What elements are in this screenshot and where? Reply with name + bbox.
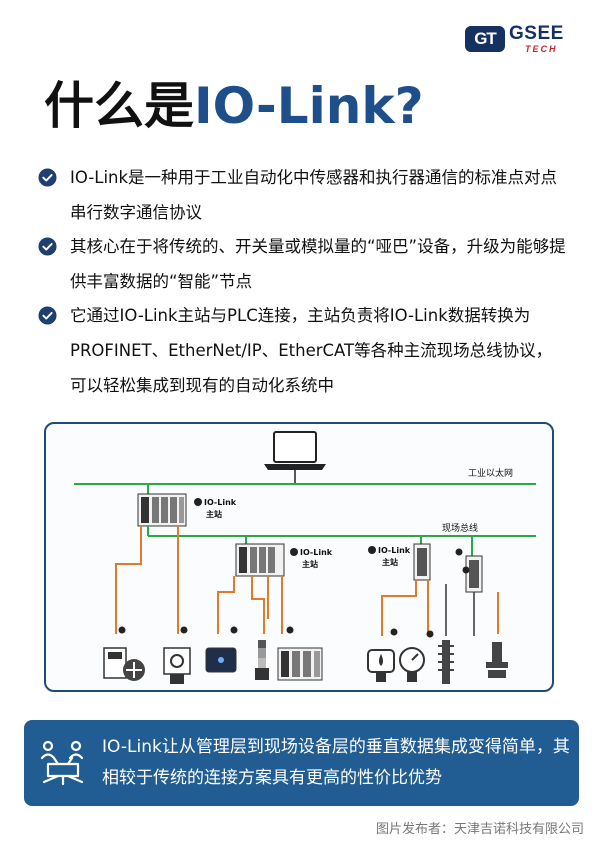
brand-logo: GT GSEE TECH (465, 24, 575, 58)
iolink-network-diagram: 工业以太网 IO-Link 主站 现场总线 IO-Link (44, 422, 554, 692)
bullet-text: IO-Link是一种用于工业自动化中传感器和执行器通信的标准点对点串行数字通信协… (70, 168, 558, 222)
sensor-device (163, 647, 191, 684)
logo-sub: TECH (525, 44, 558, 54)
bullet-list: IO-Link是一种用于工业自动化中传感器和执行器通信的标准点对点串行数字通信协… (38, 160, 568, 402)
bullet-item: 其核心在于将传统的、开关量或模拟量的“哑巴”设备，升级为能够提供丰富数据的“智能… (38, 229, 568, 299)
master-1-label-station: 主站 (206, 509, 222, 519)
level-probe-device (438, 640, 454, 684)
title-part-2: IO-Link? (194, 77, 424, 135)
master-1-label-iolink: IO-Link (204, 498, 237, 507)
summary-banner: IO-Link让从管理层到现场设备层的垂直数据集成变得简单，其相较于传统的连接方… (24, 720, 579, 806)
master-3-label-station: 主站 (382, 557, 398, 567)
bullet-text: 它通过IO-Link主站与PLC连接，主站负责将IO-Link数据转换为PROF… (70, 306, 553, 395)
signal-tower-device (255, 640, 269, 680)
iolink-master-4 (465, 555, 483, 593)
master-2-label-iolink: IO-Link (300, 548, 333, 557)
logo-mark: GT (465, 26, 505, 52)
gauge-device (399, 647, 425, 682)
bullet-item: IO-Link是一种用于工业自动化中传感器和执行器通信的标准点对点串行数字通信协… (38, 160, 568, 230)
page-title: 什么是IO-Link? (44, 74, 424, 138)
capacitive-sensor-device (486, 642, 508, 678)
laptop-icon (264, 431, 326, 484)
iolink-master-2 (235, 543, 285, 577)
publisher-credit: 图片发布者：天津吉诺科技有限公司 (375, 822, 584, 837)
link-badges (118, 566, 470, 638)
fieldbus-label: 现场总线 (442, 522, 478, 534)
title-part-1: 什么是 (44, 77, 194, 135)
diagram-canvas: 工业以太网 IO-Link 主站 现场总线 IO-Link (74, 431, 536, 684)
drive-device (103, 647, 145, 681)
iolink-master-3 (413, 543, 431, 581)
ethernet-label: 工业以太网 (468, 467, 513, 479)
check-circle-icon (38, 237, 57, 256)
pressure-sensor-device (367, 649, 395, 682)
check-circle-icon (38, 168, 57, 187)
iolink-master-1 (137, 493, 187, 527)
master-2-label-station: 主站 (302, 559, 318, 569)
check-circle-icon (38, 306, 57, 325)
banner-text: IO-Link让从管理层到现场设备层的垂直数据集成变得简单，其相较于传统的连接方… (102, 737, 570, 788)
master-3-label-iolink: IO-Link (378, 546, 411, 555)
bullet-item: 它通过IO-Link主站与PLC连接，主站负责将IO-Link数据转换为PROF… (38, 298, 568, 403)
logo-name: GSEE (509, 23, 564, 44)
io-module-device (277, 647, 323, 681)
iolink-cables (115, 526, 499, 636)
bullet-text: 其核心在于将传统的、开关量或模拟量的“哑巴”设备，升级为能够提供丰富数据的“智能… (70, 237, 566, 291)
io-hub-device (205, 647, 237, 673)
network-hierarchy-icon (40, 740, 84, 786)
